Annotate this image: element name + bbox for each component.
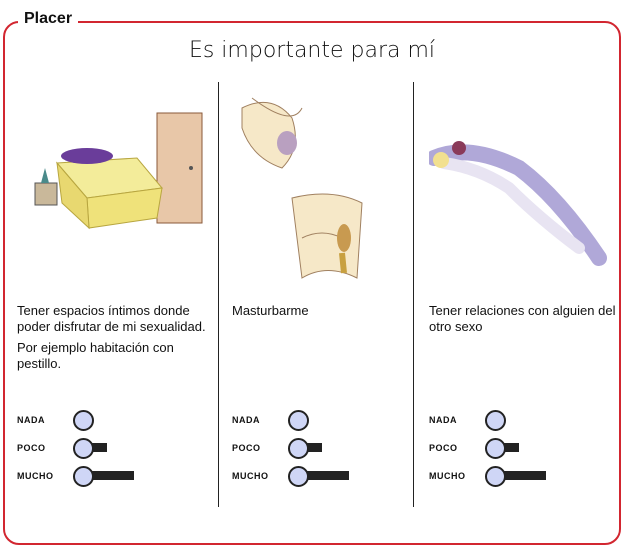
option-label: NADA	[17, 415, 45, 425]
radio-button[interactable]	[73, 466, 94, 487]
level-bar	[89, 443, 107, 452]
radio-button[interactable]	[73, 410, 94, 431]
level-bar	[304, 471, 349, 480]
column-divider	[218, 82, 219, 507]
option-label: MUCHO	[429, 471, 466, 481]
section-title: Placer	[18, 10, 79, 28]
page-title: Es importante para mí	[188, 38, 436, 63]
radio-button[interactable]	[288, 438, 309, 459]
option-label: POCO	[232, 443, 261, 453]
radio-button[interactable]	[288, 410, 309, 431]
level-bar	[501, 443, 519, 452]
radio-button[interactable]	[288, 466, 309, 487]
level-bar	[304, 443, 322, 452]
radio-button[interactable]	[485, 438, 506, 459]
item-text: Tener relaciones con alguien del otro se…	[429, 303, 616, 334]
bedroom-illustration	[34, 112, 203, 230]
item-text: Tener espacios íntimos donde poder disfr…	[17, 303, 206, 334]
item-example-text: Por ejemplo habitación con pestillo.	[17, 340, 174, 371]
option-label: MUCHO	[17, 471, 54, 481]
item-description: Masturbarme	[232, 303, 422, 324]
option-label: POCO	[17, 443, 46, 453]
radio-button[interactable]	[485, 466, 506, 487]
option-label: MUCHO	[232, 471, 269, 481]
couple-illustration	[429, 141, 607, 266]
radio-button[interactable]	[485, 410, 506, 431]
level-bar	[501, 471, 546, 480]
option-label: NADA	[429, 415, 457, 425]
radio-button[interactable]	[73, 438, 94, 459]
item-description: Tener espacios íntimos donde poder disfr…	[17, 303, 207, 377]
item-text: Masturbarme	[232, 303, 309, 318]
option-label: POCO	[429, 443, 458, 453]
option-label: NADA	[232, 415, 260, 425]
item-description: Tener relaciones con alguien del otro se…	[429, 303, 619, 340]
masturbation-illustration	[241, 97, 363, 279]
column-divider	[413, 82, 414, 507]
level-bar	[89, 471, 134, 480]
